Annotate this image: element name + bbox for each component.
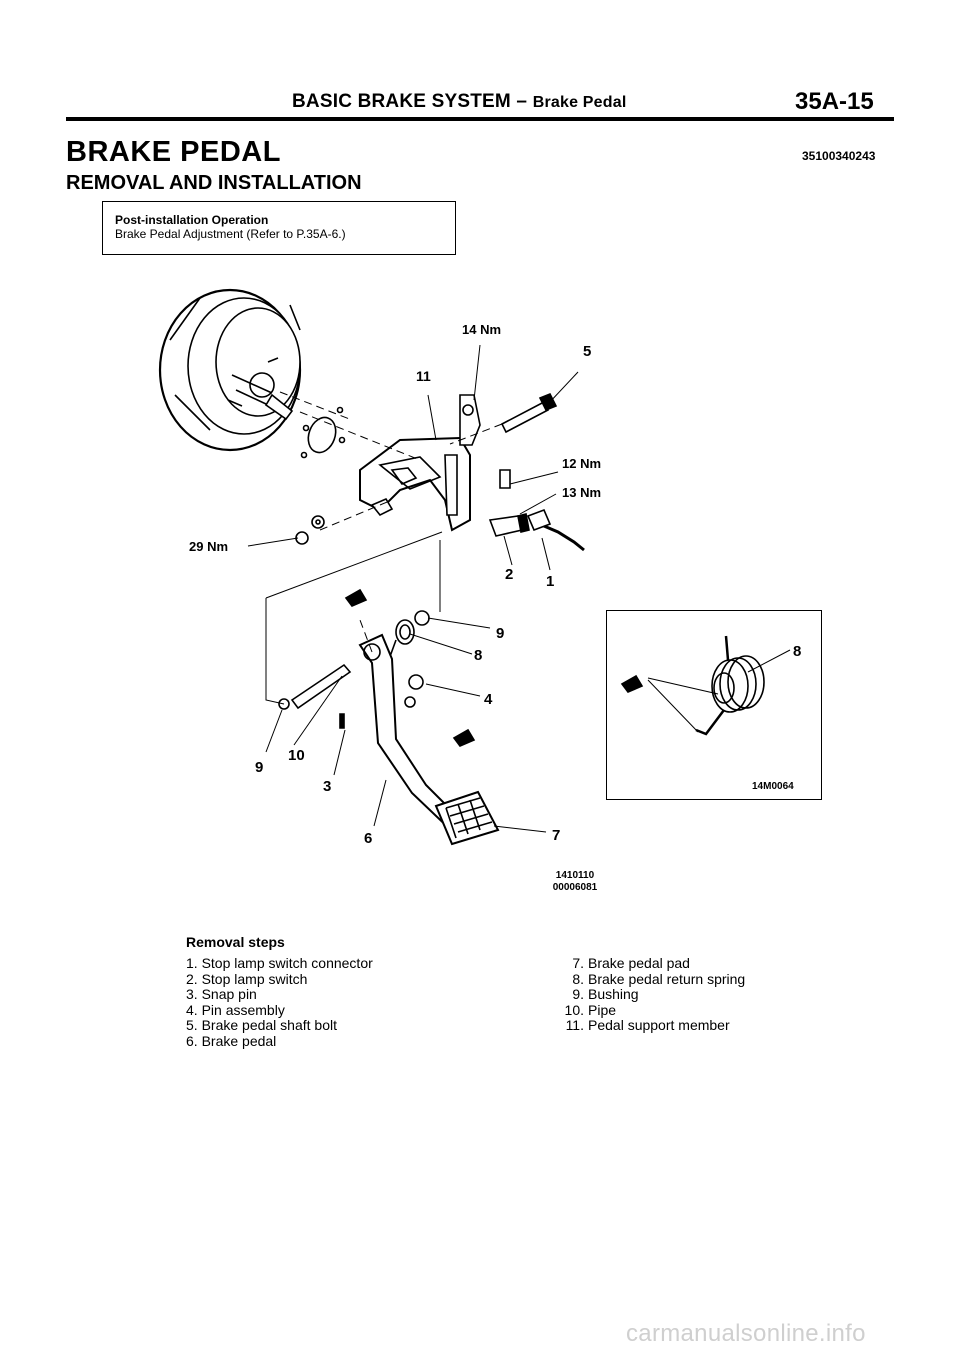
step-number: 5. (186, 1017, 198, 1034)
pedal-support-member-drawing (359, 394, 481, 532)
list-item: 8.Brake pedal return spring (564, 970, 746, 988)
assembly-lines (279, 391, 503, 653)
note-text: Brake Pedal Adjustment (Refer to P.35A-6… (115, 227, 346, 241)
list-item: 5. Brake pedal shaft bolt (186, 1018, 373, 1034)
note-title: Post-installation Operation (115, 213, 269, 227)
subsection-title: REMOVAL AND INSTALLATION (66, 172, 362, 194)
label-1: 1 (546, 573, 554, 590)
step-number: 3. (186, 986, 198, 1003)
list-item: 11.Pedal support member (564, 1018, 745, 1034)
label-6: 6 (364, 830, 372, 847)
list-item: 9.Bushing (564, 986, 745, 1003)
step-text: Brake pedal pad (588, 955, 690, 971)
step-text: Pipe (588, 1001, 617, 1018)
list-item: 3. Snap pin (186, 986, 373, 1003)
watermark: carmanualsonline.info (626, 1320, 866, 1347)
figure-id-1: 1410110 (555, 870, 595, 881)
label-8: 8 (474, 647, 482, 664)
nuts-29nm-drawing (295, 515, 325, 545)
inset-figure-code: 14M0064 (752, 781, 794, 792)
label-9-bottom: 9 (255, 759, 263, 776)
step-number: 1. (186, 955, 198, 971)
label-2: 2 (505, 566, 513, 583)
gasket-drawing (300, 406, 346, 459)
header-rule (66, 117, 894, 121)
return-spring-inset-drawing (695, 635, 765, 736)
page-number: 35A-15 (795, 88, 874, 115)
label-torque-29: 29 Nm (189, 539, 228, 554)
header-title-main: BASIC BRAKE SYSTEM – (292, 91, 528, 112)
leader-lines (247, 344, 791, 833)
step-text: Brake pedal shaft bolt (201, 1017, 337, 1034)
shaft-bolt-drawing (500, 392, 558, 434)
grease-icon (344, 588, 644, 747)
return-spring-inset (606, 610, 822, 800)
pin-assembly-drawing (339, 674, 424, 729)
figure-id-2: 00006081 (552, 882, 598, 893)
list-item: 6. Brake pedal (186, 1032, 373, 1050)
step-number: 10. (564, 1001, 584, 1018)
removal-steps-left: 1. Stop lamp switch connector 2. Stop la… (186, 955, 373, 1050)
step-text: Brake pedal return spring (588, 970, 746, 987)
post-installation-note: Post-installation Operation Brake Pedal … (102, 201, 456, 255)
list-item: 10.Pipe (564, 1001, 745, 1019)
list-item: 1. Stop lamp switch connector (186, 955, 373, 972)
step-number: 7. (572, 955, 584, 971)
step-text: Brake pedal (201, 1032, 277, 1049)
step-text: Stop lamp switch connector (201, 955, 373, 971)
step-text: Stop lamp switch (201, 970, 308, 987)
label-5: 5 (583, 343, 591, 360)
label-3: 3 (323, 778, 331, 795)
step-text: Pin assembly (201, 1001, 285, 1018)
step-text: Bushing (588, 986, 639, 1003)
list-item: 4. Pin assembly (186, 1001, 373, 1019)
label-7: 7 (552, 827, 560, 844)
section-title: BRAKE PEDAL (66, 136, 281, 168)
label-torque-13: 13 Nm (562, 485, 601, 500)
brake-pedal-drawing (358, 633, 500, 846)
removal-steps-heading: Removal steps (186, 934, 285, 950)
pipe-drawing (278, 663, 352, 710)
step-text: Pedal support member (588, 1017, 730, 1034)
label-torque-12: 12 Nm (562, 456, 601, 471)
label-10: 10 (288, 747, 305, 764)
step-text: Snap pin (201, 986, 257, 1003)
stop-lamp-switch-drawing (488, 469, 585, 552)
list-item: 7.Brake pedal pad (564, 955, 745, 972)
step-number: 4. (186, 1001, 198, 1018)
inset-label-8: 8 (793, 643, 801, 660)
step-number: 11. (565, 1017, 584, 1034)
step-number: 6. (186, 1032, 198, 1049)
label-9-top: 9 (496, 625, 504, 642)
step-number: 8. (572, 970, 584, 987)
label-torque-14: 14 Nm (462, 322, 501, 337)
brake-booster-drawing (158, 288, 302, 452)
list-item: 2. Stop lamp switch (186, 970, 373, 988)
figure-ids: 1410110 00006081 (540, 870, 610, 894)
pedal-spring-drawing (387, 610, 430, 663)
section-code: 35100340243 (802, 149, 876, 163)
step-number: 2. (186, 970, 198, 987)
label-4: 4 (484, 691, 493, 708)
step-number: 9. (572, 986, 584, 1003)
label-11: 11 (416, 368, 431, 384)
removal-steps-right: 7.Brake pedal pad 8.Brake pedal return s… (564, 955, 746, 1034)
header-title-sub: Brake Pedal (532, 94, 627, 111)
header-title: BASIC BRAKE SYSTEM – Brake Pedal (292, 91, 627, 113)
